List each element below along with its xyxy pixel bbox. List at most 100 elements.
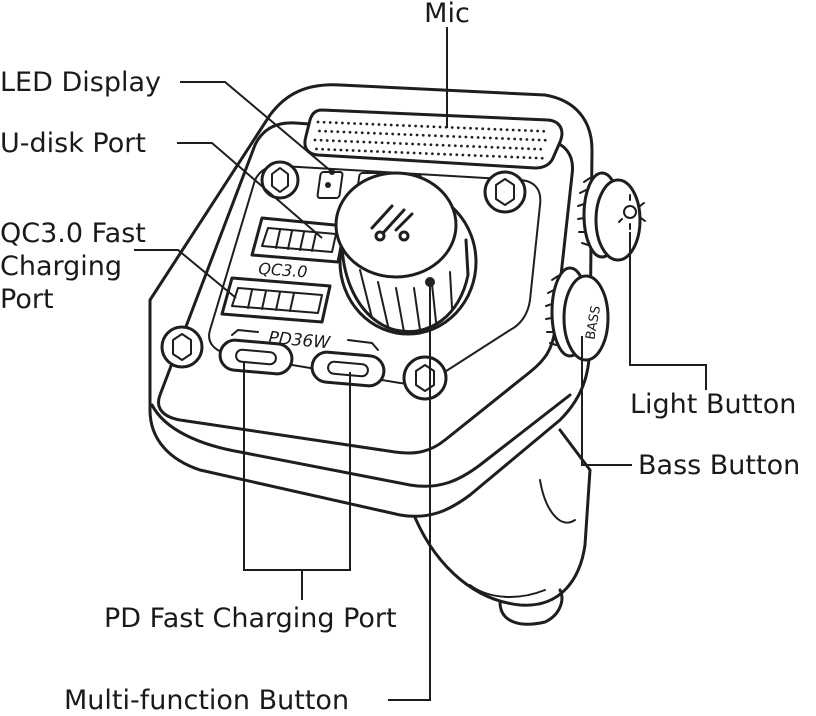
- mic-hole: [441, 143, 445, 147]
- mic-hole: [493, 127, 497, 131]
- mic-hole: [373, 131, 376, 135]
- mic-hole: [397, 132, 401, 136]
- screws: [160, 160, 527, 401]
- mic-hole: [513, 137, 517, 141]
- mic-hole: [383, 123, 387, 127]
- mic-hole: [338, 139, 341, 143]
- mic-hole: [351, 149, 355, 152]
- mic-hole: [421, 133, 425, 137]
- label-multi-function-button: Multi-function Button: [64, 685, 349, 711]
- mic-hole: [530, 129, 533, 133]
- mic-hole: [357, 149, 361, 153]
- bass-button: BASS: [545, 266, 610, 362]
- mic-hole: [434, 134, 437, 138]
- mic-hole: [380, 141, 384, 145]
- mic-hole: [470, 135, 474, 139]
- mic-hole: [488, 136, 492, 140]
- mic-hole: [344, 139, 347, 143]
- mic-hole: [498, 155, 501, 158]
- mic-hole: [431, 152, 434, 156]
- label-light-button: Light Button: [630, 389, 796, 420]
- mic-grille: [303, 108, 564, 170]
- mic-hole: [501, 137, 504, 140]
- mic-hole: [449, 153, 453, 156]
- mic-hole: [482, 136, 486, 140]
- mic-hole: [536, 129, 539, 133]
- mic-hole: [464, 135, 468, 139]
- car-plug: [408, 428, 592, 626]
- mic-hole: [354, 131, 358, 134]
- mic-hole: [347, 121, 350, 125]
- lightbulb-icon: [618, 194, 646, 230]
- mic-hole: [377, 123, 381, 126]
- mic-hole: [426, 125, 430, 128]
- mic-hole: [339, 148, 343, 152]
- mic-hole: [537, 138, 541, 142]
- mic-hole: [408, 124, 411, 128]
- mic-hole: [405, 142, 408, 146]
- mic-hole: [435, 143, 439, 147]
- mic-hole: [539, 147, 543, 151]
- label-qc-line2: Charging: [0, 251, 122, 282]
- mic-hole: [429, 143, 433, 147]
- mic-hole: [322, 120, 326, 124]
- mic-hole: [432, 125, 436, 129]
- label-pd-port: PD Fast Charging Port: [104, 603, 397, 634]
- mic-hole: [400, 151, 404, 154]
- mic-hole: [331, 139, 335, 143]
- mic-hole: [365, 122, 369, 126]
- mic-hole: [368, 140, 372, 144]
- mic-hole: [437, 152, 440, 156]
- mic-hole: [507, 137, 510, 141]
- mic-hole: [403, 133, 407, 136]
- mic-hole: [415, 133, 419, 137]
- mic-hole: [388, 150, 392, 154]
- mic-hole: [461, 153, 465, 157]
- mic-hole: [386, 141, 390, 145]
- mic-hole: [484, 145, 488, 149]
- mic-hole: [475, 127, 478, 130]
- mic-hole: [458, 135, 462, 139]
- qc-marking: QC3.0: [258, 259, 308, 281]
- mic-hole: [327, 148, 331, 151]
- mic-hole: [466, 144, 469, 148]
- label-mic: Mic: [424, 0, 470, 29]
- mic-hole: [517, 128, 521, 132]
- mic-hole: [411, 142, 414, 146]
- mic-hole: [409, 133, 413, 137]
- mic-hole: [370, 149, 373, 153]
- mic-hole: [496, 146, 500, 149]
- mic-hole: [402, 124, 405, 127]
- mic-hole: [527, 147, 530, 151]
- mic-hole: [418, 151, 422, 155]
- mic-hole: [374, 141, 378, 144]
- label-led-display: LED Display: [0, 67, 161, 98]
- mic-hole: [528, 156, 532, 160]
- mic-hole: [385, 132, 388, 136]
- mic-hole: [447, 144, 451, 147]
- mic-hole: [511, 128, 515, 132]
- mic-hole: [499, 128, 503, 131]
- mic-hole: [341, 121, 344, 125]
- mic-hole: [504, 155, 507, 159]
- usb-port-udisk: [250, 216, 347, 264]
- label-bass-button: Bass Button: [638, 450, 800, 481]
- mic-hole: [315, 147, 318, 151]
- mic-hole: [478, 145, 482, 149]
- mic-hole: [330, 130, 334, 133]
- mic-hole: [524, 129, 527, 132]
- mic-hole: [333, 148, 337, 152]
- mic-hole: [450, 126, 454, 129]
- mic-hole: [505, 128, 509, 132]
- mic-hole: [476, 136, 480, 139]
- mic-hole: [345, 148, 349, 152]
- mic-hole: [382, 150, 385, 154]
- mic-hole: [542, 129, 546, 133]
- mic-hole: [516, 155, 520, 159]
- mic-hole: [362, 140, 366, 144]
- mic-hole: [389, 123, 393, 127]
- mic-hole: [336, 130, 340, 134]
- mic-hole: [342, 130, 346, 134]
- mic-hole: [363, 149, 367, 153]
